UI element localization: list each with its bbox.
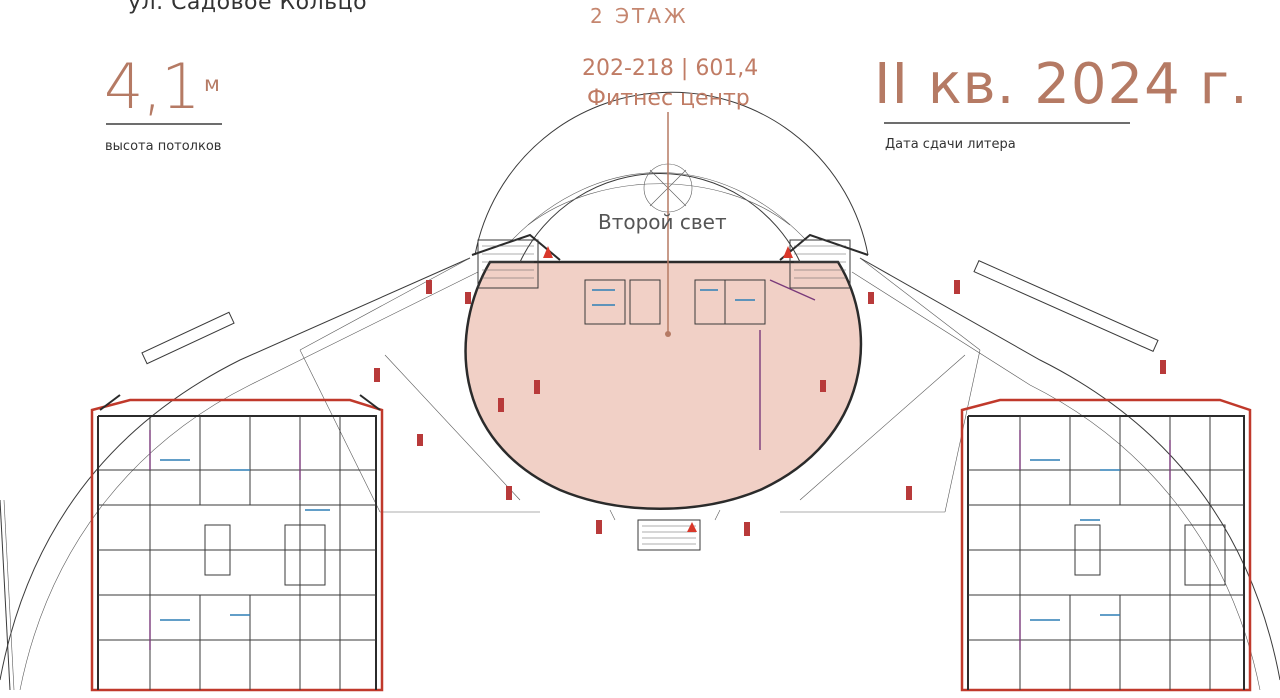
unit-name: Фитнес центр <box>587 86 750 111</box>
right-tower <box>960 398 1252 692</box>
left-tower <box>90 394 384 692</box>
canopy-rails <box>0 259 1159 691</box>
street-name: ул. Садовое Кольцо <box>128 0 368 15</box>
floor-label: 2 ЭТАЖ <box>590 4 689 28</box>
ceiling-height-value: 4,1 <box>104 50 201 123</box>
delivery-date-caption: Дата сдачи литера <box>885 137 1016 152</box>
delivery-divider <box>884 122 1130 124</box>
ceiling-divider <box>106 123 222 125</box>
delivery-date-value: II кв. 2024 г. <box>874 52 1249 117</box>
unit-range-area: 202-218 | 601,4 <box>582 56 759 81</box>
atrium-label: Второй свет <box>598 210 727 234</box>
fitness-hall <box>464 91 869 551</box>
ceiling-height-unit: м <box>204 72 220 96</box>
room-tags <box>374 280 1166 536</box>
ceiling-height-caption: высота потолков <box>105 139 222 154</box>
